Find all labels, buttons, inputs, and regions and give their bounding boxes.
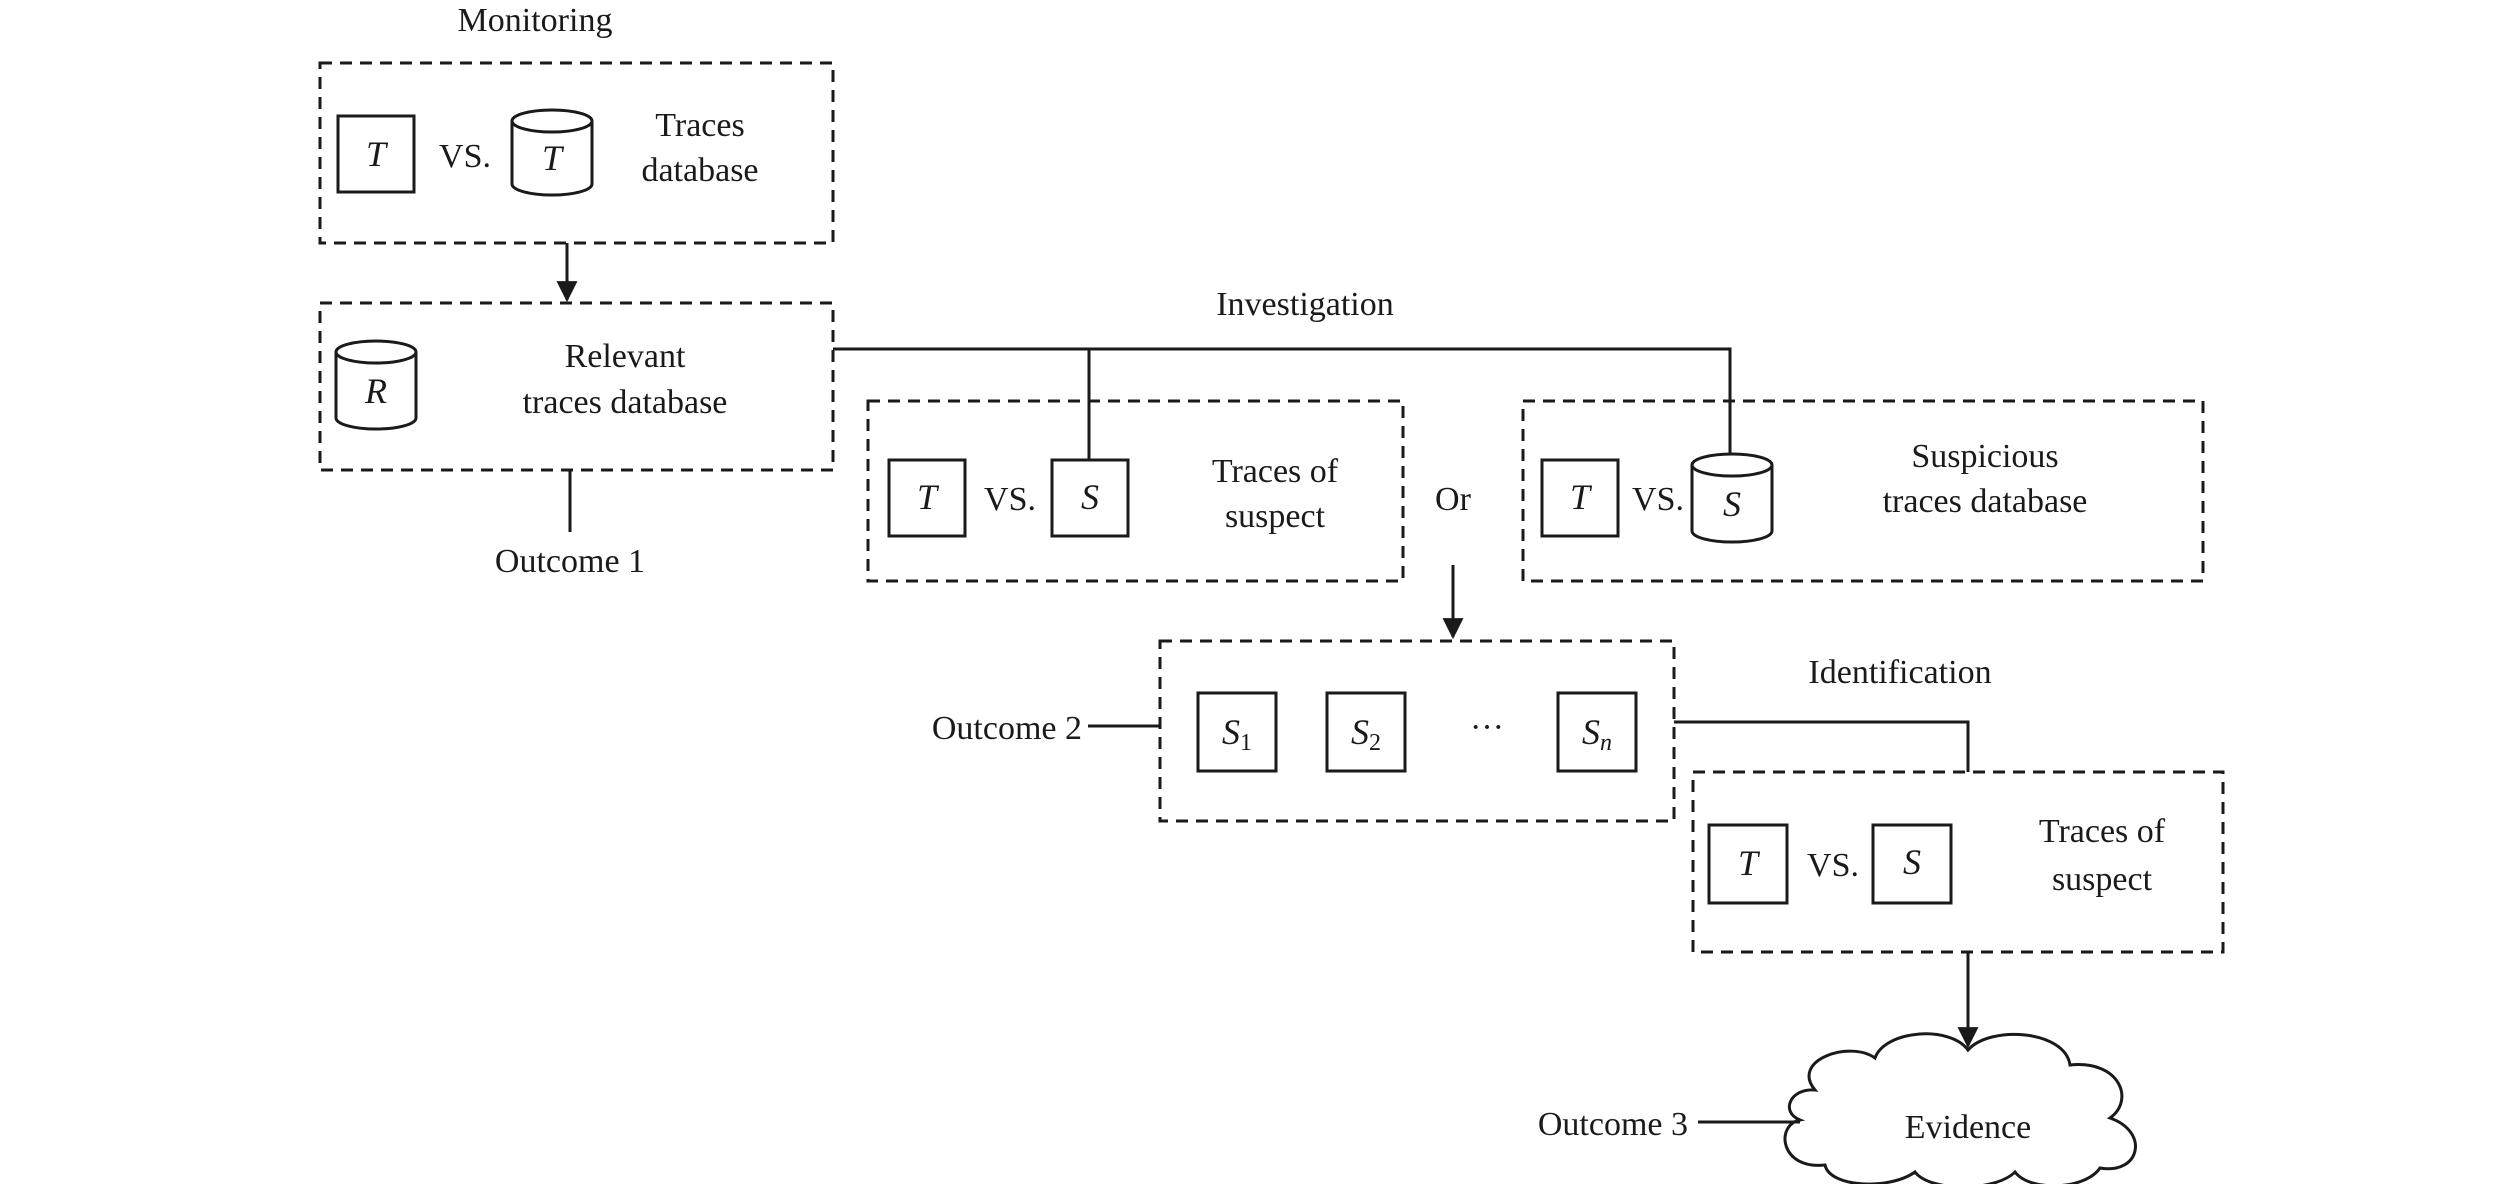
vs-label: VS. (439, 138, 491, 175)
trace-db-symbol: T (542, 138, 565, 178)
database-icon (334, 339, 418, 431)
identification-suspect-label-2: suspect (2052, 861, 2153, 898)
vs-label: VS. (984, 481, 1036, 518)
outcome2-label: Outcome 2 (932, 710, 1082, 747)
investigation-title: Investigation (1216, 286, 1394, 323)
identification-title: Identification (1808, 654, 1991, 691)
evidence-cloud (1783, 1032, 2137, 1184)
traces-of-suspect-label-1: Traces of (1212, 453, 1339, 490)
suspect-box (1050, 458, 1130, 538)
candidate-1-label: S1 (1222, 712, 1252, 756)
traces-db-label-1: Traces (655, 107, 744, 144)
trace-box (1540, 458, 1620, 538)
suspicious-label-1: Suspicious (1911, 438, 2058, 475)
investigation-database-frame (1521, 399, 2205, 583)
trace-symbol: T (1570, 477, 1593, 517)
suspicious-db-symbol: S (1723, 484, 1741, 524)
monitoring-frame (318, 61, 835, 245)
suspect-symbol: S (1081, 477, 1099, 517)
candidate-box-2 (1325, 691, 1407, 773)
traces-of-suspect-label-2: suspect (1225, 498, 1326, 535)
candidate-box-n (1556, 691, 1638, 773)
database-icon (510, 108, 594, 197)
identification-suspect-label-1: Traces of (2039, 813, 2166, 850)
database-icon (1690, 452, 1774, 544)
trace-box (1707, 823, 1789, 905)
suspicious-label-2: traces database (1883, 483, 2088, 520)
candidates-ellipsis: ··· (1470, 709, 1504, 746)
relevant-label-1: Relevant (565, 338, 686, 375)
candidate-2-label: S2 (1351, 712, 1381, 756)
identification-frame (1691, 770, 2225, 954)
relevant-label-2: traces database (523, 384, 728, 421)
suspect-box (1871, 823, 1953, 905)
monitoring-title: Monitoring (458, 2, 613, 39)
candidates-frame (1158, 639, 1676, 823)
trace-box (336, 114, 416, 194)
trace-symbol: T (1738, 843, 1761, 883)
vs-label: VS. (1807, 847, 1859, 884)
or-label: Or (1435, 481, 1472, 518)
vs-label: VS. (1632, 481, 1684, 518)
trace-symbol: T (917, 477, 940, 517)
candidate-n-label: Sn (1582, 712, 1612, 756)
evidence-label: Evidence (1905, 1109, 2032, 1146)
investigation-bracket (833, 347, 1732, 460)
outcome1-label: Outcome 1 (495, 543, 645, 580)
investigation-suspect-frame (866, 399, 1405, 583)
outcome3-label: Outcome 3 (1538, 1106, 1688, 1143)
traces-db-label-2: database (641, 152, 758, 189)
identification-bracket (1674, 720, 1970, 772)
suspect-symbol: S (1903, 842, 1921, 882)
relevant-db-symbol: R (364, 371, 387, 411)
trace-symbol: T (366, 134, 389, 174)
trace-box (887, 458, 967, 538)
candidate-box-1 (1196, 691, 1278, 773)
